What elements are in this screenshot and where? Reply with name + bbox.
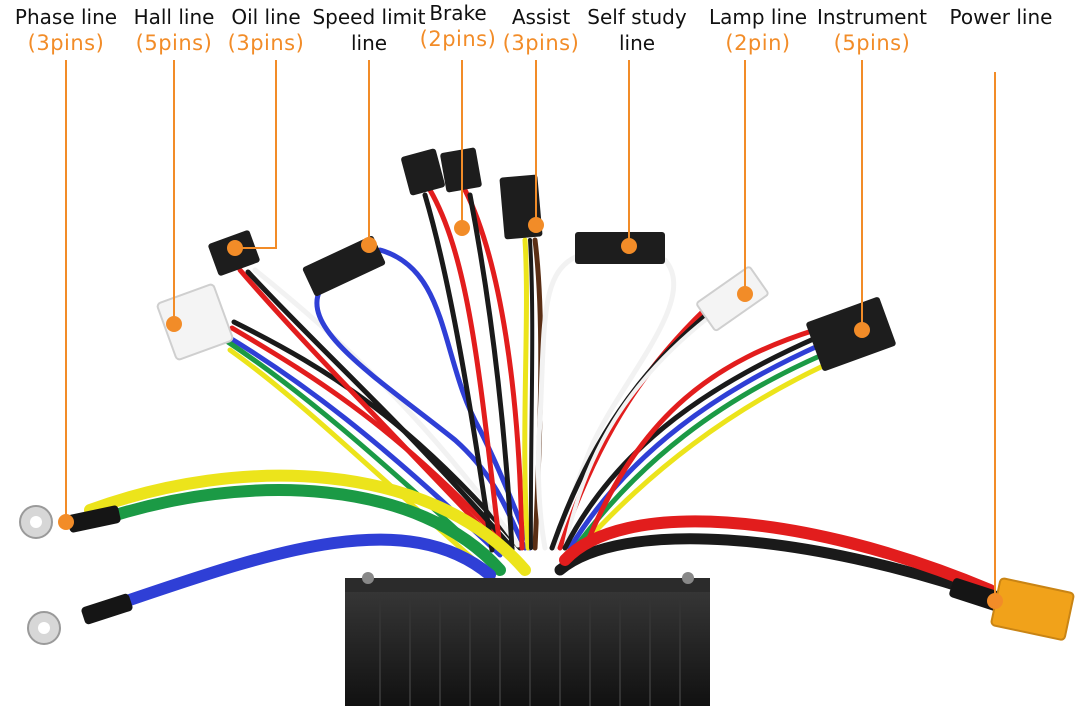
label-pins: (2pin) <box>725 31 791 55</box>
signal-wires <box>222 187 828 568</box>
label-power-line: Power line <box>936 4 1066 30</box>
label-title: Instrument <box>816 5 928 29</box>
label-pins: (3pins) <box>227 31 305 55</box>
lamp-wire-black <box>549 307 715 551</box>
label-title: Oil line <box>231 5 301 29</box>
phase-terminals <box>19 505 133 645</box>
instrument-wire-yellow <box>577 362 828 551</box>
brake-wire-black-2 <box>467 192 515 553</box>
label-oil-line: Oil line (3pins) <box>216 4 316 56</box>
instrument-wire-black <box>562 334 821 551</box>
leader-oil <box>235 60 277 249</box>
label-pins: (5pins) <box>135 31 213 55</box>
phase-wire-green <box>94 484 506 576</box>
label-title: Self study <box>587 5 687 29</box>
label-pins: (5pins) <box>833 31 911 55</box>
brake-wire-red-2 <box>462 187 525 551</box>
power-wire-black <box>554 533 1006 606</box>
label-title: Power line <box>949 5 1053 29</box>
lamp-wire-white <box>563 316 710 550</box>
phase-wire-blue <box>94 533 496 616</box>
label-lamp-line: Lamp line (2pin) <box>700 4 816 56</box>
hall-wire-green <box>225 339 493 563</box>
phase-wire-yellow <box>84 469 531 576</box>
thick-wires <box>84 469 1006 616</box>
label-title: Assist <box>511 5 571 29</box>
power-wire-red <box>559 515 996 596</box>
label-title: Speed limit <box>312 5 426 29</box>
leader-lines <box>65 60 996 600</box>
instrument-wire-blue <box>567 342 823 551</box>
label-pins: (3pins) <box>502 31 580 55</box>
oil-wire-black <box>245 269 515 551</box>
controller-box <box>345 572 710 706</box>
power-connector <box>949 577 1075 641</box>
label-phase-line: Phase line (3pins) <box>0 4 132 56</box>
selfstudy-wire-white-2 <box>552 257 677 551</box>
label-speed-limit-line: Speed limit line <box>304 4 434 56</box>
brake-wire-black <box>422 192 495 553</box>
hall-wire-red <box>229 325 513 553</box>
label-title: Phase line <box>14 5 118 29</box>
label-title-line2: line <box>350 31 388 55</box>
label-title: Brake <box>429 1 487 25</box>
leader-dots <box>58 217 1003 609</box>
selfstudy-wire-white <box>535 252 583 551</box>
label-instrument: Instrument (5pins) <box>810 4 934 56</box>
label-hall-line: Hall line (5pins) <box>112 4 236 56</box>
label-title: Hall line <box>133 5 215 29</box>
brake-wire-red <box>427 187 503 551</box>
label-assist: Assist (3pins) <box>494 4 588 56</box>
label-brake: Brake (2pins) <box>408 0 508 52</box>
instrument-wire-red <box>582 327 818 551</box>
label-pins: (2pins) <box>419 27 497 51</box>
oil-wire-red <box>237 267 508 555</box>
label-pins: (3pins) <box>27 31 105 55</box>
label-title-line2: line <box>618 31 656 55</box>
assist-wire-black <box>528 238 535 550</box>
label-self-study-line: Self study line <box>578 4 696 56</box>
label-title: Lamp line <box>708 5 808 29</box>
lamp-wire-red <box>557 297 718 551</box>
assist-wire-yellow <box>522 237 531 551</box>
hall-wire-black <box>231 319 523 551</box>
